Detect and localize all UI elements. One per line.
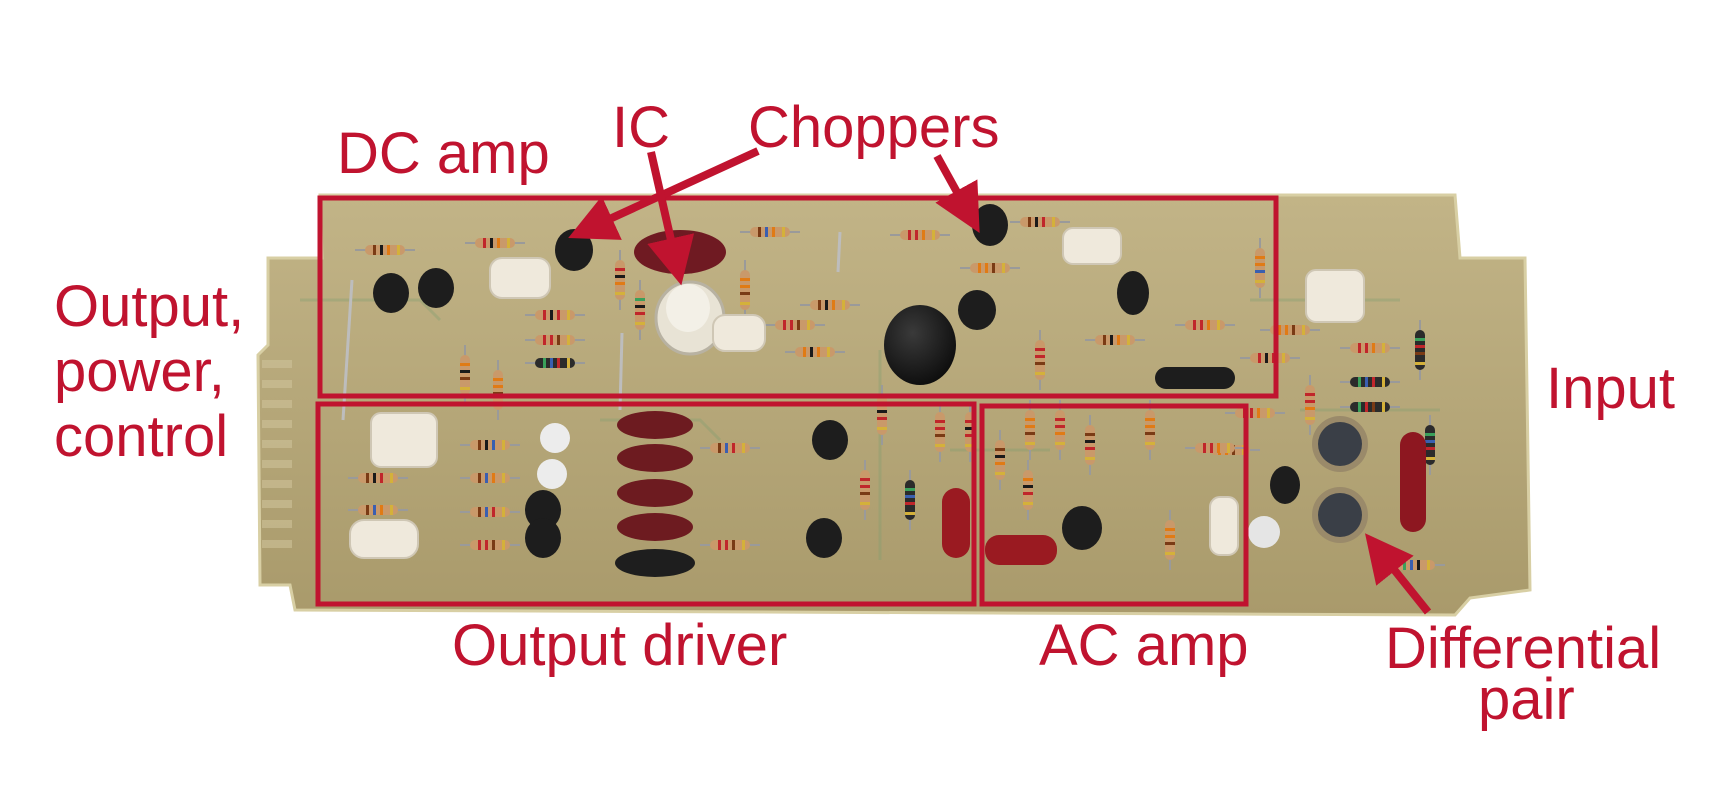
large-black-capacitor — [884, 305, 956, 385]
ac-amp-region-box — [979, 403, 1249, 607]
red-tantalum-caps — [942, 367, 1426, 565]
edge-connector — [262, 360, 292, 548]
output-power-control-line-3: control — [54, 404, 229, 469]
output-power-control-line-1: Output, — [54, 274, 245, 339]
output-power-control-line-2: power, — [54, 339, 225, 404]
ac-amp-label: AC amp — [1039, 613, 1249, 678]
output-driver-label: Output driver — [452, 613, 788, 678]
ic-label: IC — [612, 95, 670, 160]
choppers-arrow-right — [933, 154, 980, 233]
differential-pair-line-1: Differential — [1385, 616, 1662, 681]
choppers-arrow-left — [568, 147, 760, 240]
small-transistors — [537, 423, 1280, 548]
red-diodes-column — [615, 411, 695, 577]
dc-amp-label: DC amp — [337, 121, 550, 186]
resistors — [348, 217, 1445, 570]
differential-pair-arrow — [1365, 533, 1432, 615]
input-label: Input — [1546, 356, 1675, 421]
red-capacitor-top — [634, 230, 726, 274]
paktron-capacitors — [349, 227, 1365, 559]
differential-pair-line-2: pair — [1478, 667, 1575, 732]
section-boxes — [315, 195, 1279, 607]
dc-amp-region-box — [317, 195, 1279, 399]
transistors — [373, 204, 1300, 558]
differential-pair-transistors — [1312, 416, 1368, 543]
choppers-label: Choppers — [748, 95, 1000, 160]
ic-arrow — [647, 151, 695, 286]
output-driver-region-box — [315, 401, 977, 607]
chopper-transistor-1 — [555, 229, 593, 271]
chopper-transistor-2 — [972, 204, 1008, 246]
annotation-arrows — [568, 147, 1432, 615]
